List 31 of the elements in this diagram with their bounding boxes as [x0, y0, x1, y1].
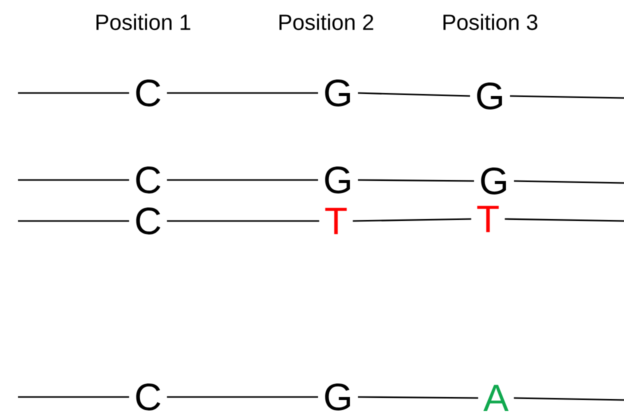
base-letter: G [325, 384, 350, 410]
base-letter: C [136, 80, 160, 106]
base-letter: A [483, 384, 509, 412]
strand-line [18, 92, 130, 94]
strand-line [18, 179, 130, 181]
base-letter: G [325, 80, 350, 106]
strand-line [18, 220, 130, 222]
base-letter: C [136, 208, 160, 234]
strand-line [166, 179, 318, 181]
base-letter: C [136, 384, 160, 410]
base-letter: T [477, 206, 499, 232]
base-letter: C [136, 166, 160, 194]
position-heading: Position 3 [444, 14, 538, 30]
strand-line [504, 218, 624, 222]
base-letter: G [481, 168, 506, 194]
base-letter: G [477, 82, 502, 110]
strand-line [358, 396, 478, 399]
strand-line [510, 95, 624, 99]
strand-line [352, 218, 472, 222]
base-letter: T [325, 208, 347, 234]
position-heading: Position 2 [280, 14, 374, 30]
strand-line [166, 396, 318, 398]
base-letter: G [325, 166, 350, 194]
strand-line [358, 92, 470, 97]
strand-line [514, 180, 624, 184]
strand-line [514, 397, 624, 401]
position-heading: Position 1 [96, 14, 190, 30]
strand-line [166, 92, 318, 94]
strand-line [166, 220, 320, 222]
strand-line [358, 179, 474, 182]
strand-line [18, 396, 130, 398]
